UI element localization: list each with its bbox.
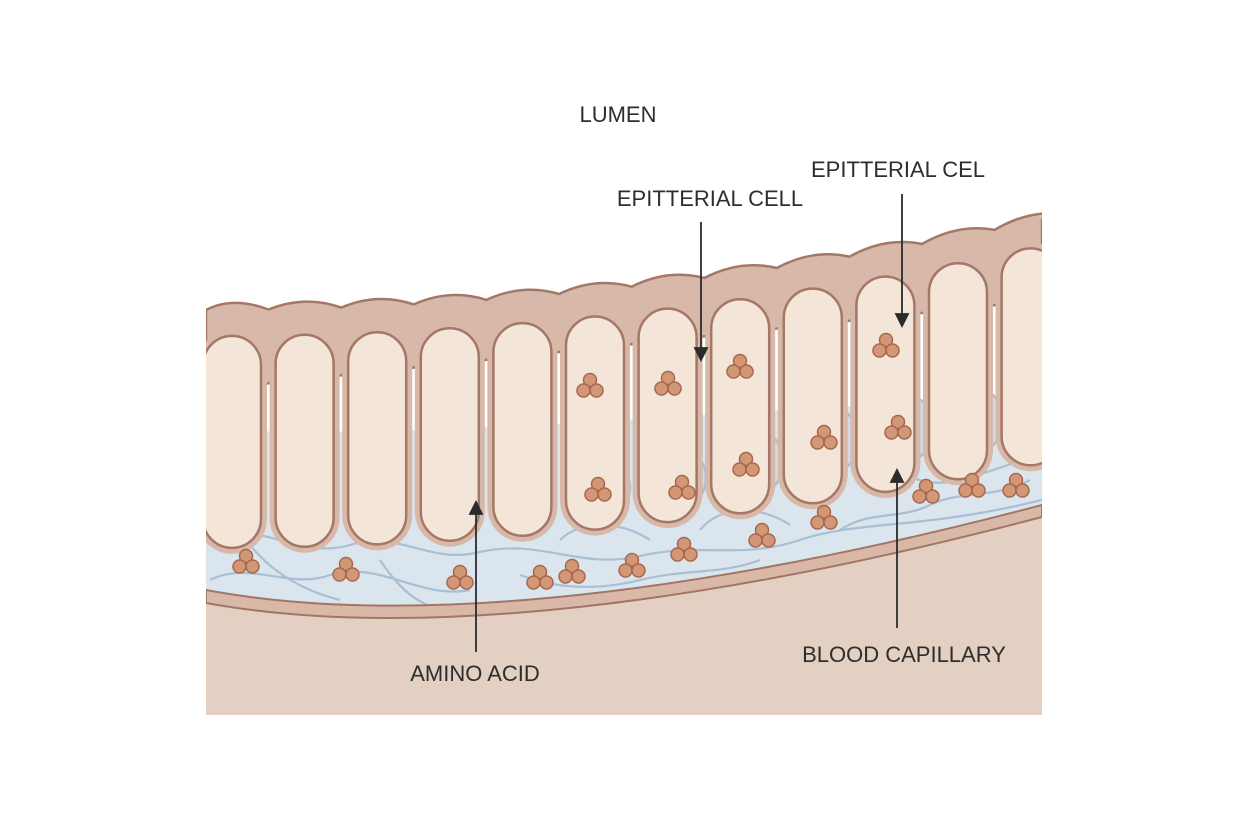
epithelial-cell-cytoplasm xyxy=(855,275,916,494)
epithelial-cells xyxy=(206,242,1042,554)
epithelial-cell-cytoplasm xyxy=(637,307,698,524)
arrowhead-icon xyxy=(468,499,484,515)
leader-lines xyxy=(468,194,910,652)
label-blood-capillary: BLOOD CAPILLARY xyxy=(802,642,1006,667)
epithelial-cell-cytoplasm xyxy=(927,261,989,481)
arrowhead-icon xyxy=(889,467,905,483)
epithelial-cell-cytoplasm xyxy=(1000,247,1042,467)
epithelial-cell-cytoplasm xyxy=(206,334,263,550)
epithelial-cell-cytoplasm xyxy=(274,333,335,549)
epithelial-cell-cytoplasm xyxy=(782,287,844,505)
epithelial-cell-cytoplasm xyxy=(709,298,771,515)
epithelial-cell-cytoplasm xyxy=(419,327,481,542)
epithelial-cell-cytoplasm xyxy=(492,321,553,538)
label-lumen: LUMEN xyxy=(579,102,656,127)
basement-membrane xyxy=(206,503,1042,619)
label-epithelial-cell-left: EPITTERIAL CELL xyxy=(617,186,803,211)
epithelial-cell-cytoplasm xyxy=(346,330,408,546)
arrowhead-icon xyxy=(693,347,709,363)
epithelial-membrane xyxy=(206,212,1042,392)
arrowhead-icon xyxy=(894,313,910,329)
epithelial-cell-cytoplasm xyxy=(564,315,626,531)
label-amino-acid: AMINO ACID xyxy=(410,661,540,686)
label-epithelial-cell-right: EPITTERIAL CEL xyxy=(811,157,985,182)
